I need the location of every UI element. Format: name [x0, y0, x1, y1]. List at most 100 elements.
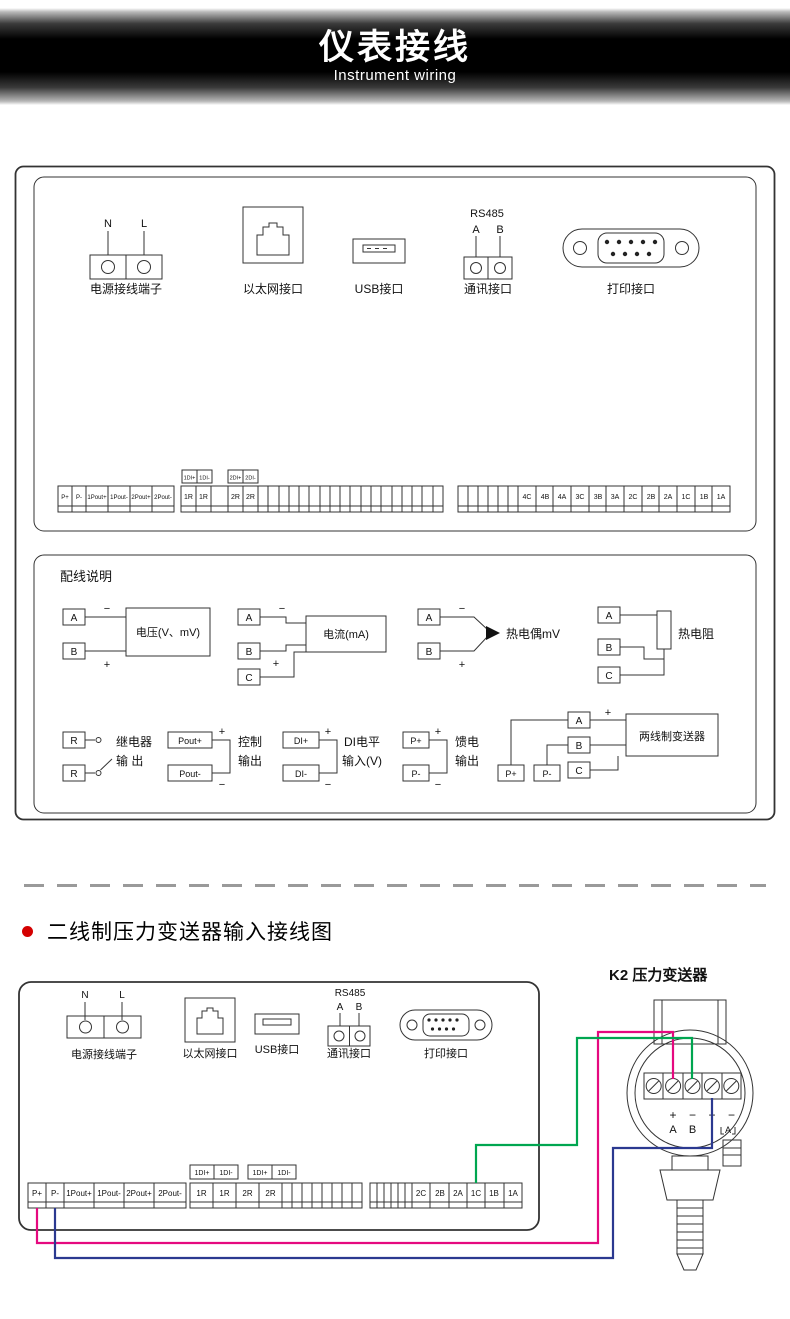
terminal-screw-icon	[645, 1078, 662, 1094]
relay-contact-icon	[95, 737, 102, 743]
plus-sign: +	[219, 726, 225, 738]
terminal-label: 1A	[508, 1189, 518, 1198]
bottom-panel-border	[18, 981, 540, 1231]
terminal-label: P+	[61, 495, 69, 501]
minus-sign: −	[459, 603, 465, 615]
ethernet-port-label: 以太网接口	[183, 1047, 238, 1060]
comm-b-label: B	[356, 1002, 363, 1013]
terminal-label: B	[426, 647, 433, 658]
terminal-label: 1DI-	[277, 1170, 291, 1177]
power-port-label: 电源接线端子	[90, 281, 162, 296]
power-terminal-port: N L 电源接线端子	[89, 218, 163, 296]
terminal-strip-left: P+ P- 1Pout+ 1Pout- 2Pout+ 2Pout-	[57, 485, 175, 513]
wiring-notes-title: 配线说明	[60, 569, 112, 584]
section-heading-text: 二线制压力变送器输入接线图	[47, 921, 333, 944]
power-n-label: N	[104, 218, 112, 230]
terminal-label: 1DI+	[253, 1170, 268, 1177]
wire-signal-green	[474, 1036, 694, 1183]
comm-a-label: A	[472, 224, 480, 236]
terminal-label: 2C	[629, 494, 638, 501]
terminal-strip-left: P+ P- 1Pout+ 1Pout- 2Pout+ 2Pout-	[27, 1182, 187, 1209]
relay-label-line2: 输 出	[116, 753, 143, 768]
relay-label-line1: 继电器	[116, 735, 152, 749]
db9-screw-icon	[406, 1019, 418, 1031]
terminal-label: P+	[32, 1189, 42, 1198]
terminal-label: 2Pout-	[158, 1189, 182, 1198]
terminal-label: Pout-	[179, 769, 201, 779]
di-label-line1: DI电平	[344, 735, 380, 749]
wire-feed-positive	[35, 1030, 675, 1245]
terminal-label: 2A	[453, 1189, 463, 1198]
relay-contact-icon	[95, 770, 102, 776]
stud-tip	[676, 1253, 704, 1271]
minus-sign: −	[325, 779, 331, 791]
terminal-label: 2R	[231, 494, 240, 501]
terminal-label: R	[70, 769, 77, 780]
printer-port-label: 打印接口	[424, 1046, 468, 1060]
rtd-label: 热电阻	[678, 627, 714, 641]
terminal-label: 1R	[219, 1189, 229, 1198]
terminal-label: 2B	[435, 1189, 445, 1198]
pressure-transmitter-wiring-figure: N L 电源接线端子 以太网接口 USB接口 RS485 A B	[18, 966, 754, 1271]
terminal-label: 1C	[471, 1189, 481, 1198]
thermocouple-junction-icon	[486, 626, 500, 640]
terminal-label: 2A	[664, 494, 673, 501]
terminal-label: A	[71, 613, 78, 624]
usb-socket-icon	[262, 1018, 292, 1026]
plus-sign: +	[104, 659, 110, 671]
page-header: 仪表接线 Instrument wiring	[0, 8, 790, 105]
minus-sign: −	[104, 603, 110, 615]
wire-feed-negative	[53, 1098, 714, 1260]
terminal-strip-middle: 1DI+ 1DI- 1DI+ 1DI- 1R 1R 2R 2R	[189, 1164, 363, 1209]
terminal-label: R	[70, 736, 77, 747]
ethernet-port: 以太网接口	[242, 206, 304, 296]
terminal-label: 1B	[700, 494, 709, 501]
section-divider	[24, 884, 766, 887]
plus-sign: +	[273, 658, 279, 670]
feed-label-line1: 馈电	[455, 735, 479, 749]
control-label-line2: 输出	[238, 753, 262, 768]
db9-connector-icon	[422, 1013, 470, 1037]
terminal-label: A	[576, 716, 583, 727]
current-wiring: A B C 电流(mA) − +	[237, 603, 387, 686]
terminal-label: Pout+	[178, 736, 202, 746]
printer-port: 打印接口	[399, 1009, 493, 1060]
comm-screw-icon	[494, 262, 506, 274]
terminal-label: P+	[505, 769, 516, 779]
terminal-label: 2Pout-	[154, 495, 172, 501]
two-wire-transmitter-wiring: P+ P- A B C 两线制变送器 +	[497, 707, 719, 782]
terminal-label: 2Pout+	[126, 1189, 152, 1198]
plus-sign: +	[459, 659, 465, 671]
terminal-label: 2DI-	[245, 476, 256, 482]
power-port-label: 电源接线端子	[71, 1047, 137, 1061]
transmitter-title: K2 压力变送器	[609, 966, 708, 984]
terminal-screw-icon	[703, 1078, 720, 1094]
terminal-label: B	[576, 741, 583, 752]
terminal-a-label: A	[669, 1124, 677, 1136]
db9-screw-icon	[474, 1019, 486, 1031]
feed-label-line2: 输出	[455, 753, 479, 768]
usb-port-label: USB接口	[355, 281, 404, 296]
comm-b-label: B	[496, 224, 503, 236]
terminal-label: 2R	[265, 1189, 275, 1198]
rs485-label: RS485	[470, 208, 504, 220]
terminal-label: A	[246, 613, 253, 624]
terminal-label: 1C	[682, 494, 691, 501]
side-plug	[722, 1139, 742, 1167]
ethernet-port-label: 以太网接口	[243, 281, 303, 296]
terminal-label: C	[245, 673, 252, 684]
main-panel-border	[14, 165, 776, 821]
terminal-strip-right: 4C 4B 4A 3C 3B 3A 2C 2B 2A 1C 1B 1A	[457, 485, 731, 513]
terminal-label: P-	[76, 495, 82, 501]
usb-port: USB接口	[352, 238, 406, 296]
usb-port-label: USB接口	[255, 1043, 300, 1056]
terminal-label: P-	[543, 769, 552, 779]
thermocouple-wiring: A B − + 热电偶mV	[417, 603, 560, 671]
terminal-polarity-label: +	[669, 1108, 676, 1122]
rj45-jack-icon	[256, 222, 290, 256]
usb-port: USB接口	[254, 1013, 300, 1056]
terminal-label: B	[71, 647, 78, 658]
terminal-label: DI-	[295, 769, 307, 779]
terminal-label: 1Pout-	[97, 1189, 121, 1198]
